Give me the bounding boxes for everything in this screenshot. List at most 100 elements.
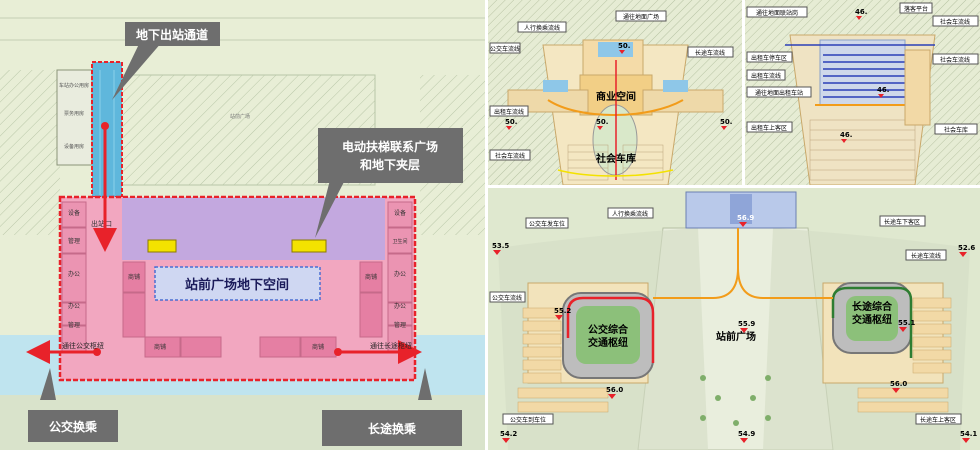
tr-elev-3: 46. [840, 131, 852, 139]
b-ld-pickup: 长途车上客区 [920, 416, 956, 424]
tm-commercial-space: 商业空间 [596, 90, 636, 103]
tr-elev-1: 46. [855, 8, 867, 16]
b-elev-ld-bottom: 56.0 [890, 380, 907, 388]
left-parking [522, 307, 562, 384]
shop-label-1: 商铺 [128, 273, 140, 281]
b-bus-flow: 公交车流线 [492, 294, 522, 302]
tm-longdistance-flow: 长途车流线 [695, 49, 725, 57]
b-bus-hub-line2: 交通枢纽 [588, 336, 628, 349]
plaza-trees [700, 375, 771, 426]
b-plaza: 站前广场 [716, 330, 756, 343]
tr-platform: 落客平台 [904, 5, 928, 13]
blue-zone-top [598, 42, 633, 57]
tr-social-flow-top: 社会车流线 [940, 18, 970, 26]
garage-grid [809, 119, 916, 181]
right-building [904, 49, 931, 126]
bottom-labels: 公交车发车位 人行换乘流线 长途车下客区 长途车流线 公交车流线 公交车到车位 … [489, 207, 962, 425]
top-room-3: 设备用房 [64, 143, 84, 150]
callout-escalator-line1: 电动扶梯联系广场 [342, 139, 438, 154]
tm-elevations: 50. 50. 50. 50. [505, 42, 732, 130]
callout-escalator-line2: 和地下夹层 [359, 157, 420, 172]
top-room-block [56, 69, 93, 166]
callout-pointer-bus [40, 368, 56, 400]
b-elev-bus-bottom: 56.0 [606, 386, 623, 394]
b-elev-bottom-mid: 54.9 [738, 430, 755, 438]
b-elev-plaza: 55.9 [738, 320, 755, 328]
b-elev-top-right: 52.6 [958, 244, 975, 252]
top-room-1: 车站办公用房 [59, 82, 89, 89]
callout-escalator [318, 128, 463, 183]
right-room-column [387, 201, 413, 353]
b-bus-departure: 公交车发车位 [529, 220, 565, 228]
tr-taxi-pickup: 出租车上客区 [751, 124, 787, 132]
b-elev-bus-hub: 55.2 [554, 307, 571, 315]
escalator-left [147, 239, 177, 253]
tr-to-ground-station: 通往地面联站岗 [756, 9, 798, 17]
right-room-5: 管理 [394, 321, 406, 329]
callout-pointer-escalator [315, 180, 345, 238]
callout-longdistance-text: 长途换乘 [368, 421, 416, 436]
callout-passage-text: 地下出站通道 [136, 27, 208, 42]
shop-ring [122, 261, 383, 358]
escalator-right [291, 239, 327, 253]
yellow-flow [557, 169, 674, 177]
taxi-lanes [785, 44, 935, 98]
right-room-2: 卫生间 [392, 238, 407, 245]
ld-flow-loop [831, 286, 913, 358]
tr-social-garage: 社会车库 [944, 126, 968, 134]
tm-bus-flow: 公交车流线 [490, 45, 520, 53]
left-room-2: 管理 [68, 237, 80, 245]
b-elev-station: 56.9 [737, 214, 754, 222]
left-room-5: 管理 [68, 321, 80, 329]
bottom-parking [517, 387, 949, 413]
commercial-level-panel: 人行换乘流线 通往地面广场 公交车流线 长途车流线 出租车流线 社会车流线 商业… [488, 0, 742, 185]
b-ld-flow: 长途车流线 [911, 252, 941, 260]
b-bus-hub-line1: 公交综合 [588, 323, 629, 336]
center-label: 站前广场地下空间 [185, 277, 289, 293]
b-elev-bottom-right: 54.1 [960, 430, 977, 438]
tm-social-flow: 社会车流线 [495, 152, 525, 160]
callout-pointer-longdistance [418, 368, 432, 400]
top-right-labels: 通往地面联站岗 落客平台 社会车流线 出租车停车区 出租车流线 社会车流线 通往… [746, 2, 979, 135]
tm-elev-2: 50. [505, 118, 517, 126]
b-elevations: 53.5 52.6 56.9 55.9 55.2 55.1 56.0 56.0 … [492, 214, 977, 443]
b-ld-dropoff: 长途车下客区 [884, 218, 920, 226]
center-label-box [154, 266, 321, 301]
shop-label-2: 商铺 [365, 273, 377, 281]
callout-passage [125, 22, 220, 46]
left-room-4: 办公 [68, 302, 80, 310]
garage-ellipse [592, 104, 638, 176]
left-room-1: 设备 [68, 209, 80, 217]
taxi-zone [819, 39, 906, 106]
hatched-ground-left [0, 70, 60, 235]
tm-social-garage: 社会车库 [595, 152, 636, 165]
garage-level-panel: 通往地面联站岗 落客平台 社会车流线 出租车停车区 出租车流线 社会车流线 通往… [745, 0, 980, 185]
shop-label-3: 商铺 [154, 343, 166, 351]
left-room-3: 办公 [68, 270, 80, 278]
tm-pedestrian-flow: 人行换乘流线 [524, 24, 560, 32]
b-ld-hub-line1: 长途综合 [852, 300, 893, 313]
right-room-4: 办公 [394, 302, 406, 310]
blue-zone-right [663, 80, 688, 92]
exit-label: 出站口 [91, 219, 112, 228]
tr-to-ground-taxi: 通往地面出租车站 [755, 89, 803, 97]
callout-bus-text: 公交换乘 [49, 419, 97, 434]
bus-flow-loop [566, 296, 655, 363]
tr-taxi-flow: 出租车流线 [751, 72, 781, 80]
tr-elev-2: 46. [877, 86, 889, 94]
right-room-1: 设备 [394, 209, 406, 217]
left-room-column [61, 201, 87, 353]
tr-social-flow: 社会车流线 [940, 56, 970, 64]
b-pedestrian-flow: 人行换乘流线 [612, 210, 648, 218]
top-room-2: 票务用房 [64, 110, 84, 117]
tr-taxi-parking: 出租车停车区 [751, 54, 787, 62]
b-elev-ld-hub: 55.1 [898, 319, 915, 327]
blue-zone-left [543, 80, 568, 92]
tm-to-plaza: 通往地面广场 [623, 13, 659, 21]
tm-taxi-flow: 出租车流线 [494, 108, 524, 116]
b-elev-bottom-left: 54.2 [500, 430, 517, 438]
top-middle-labels: 人行换乘流线 通往地面广场 公交车流线 长途车流线 出租车流线 社会车流线 [489, 10, 734, 161]
tr-elevations: 46. 46. 46. [840, 8, 889, 143]
to-bus-hub-label: 通往公交枢纽 [62, 341, 104, 350]
to-longdistance-hub-label: 通往长途枢纽 [370, 341, 412, 350]
